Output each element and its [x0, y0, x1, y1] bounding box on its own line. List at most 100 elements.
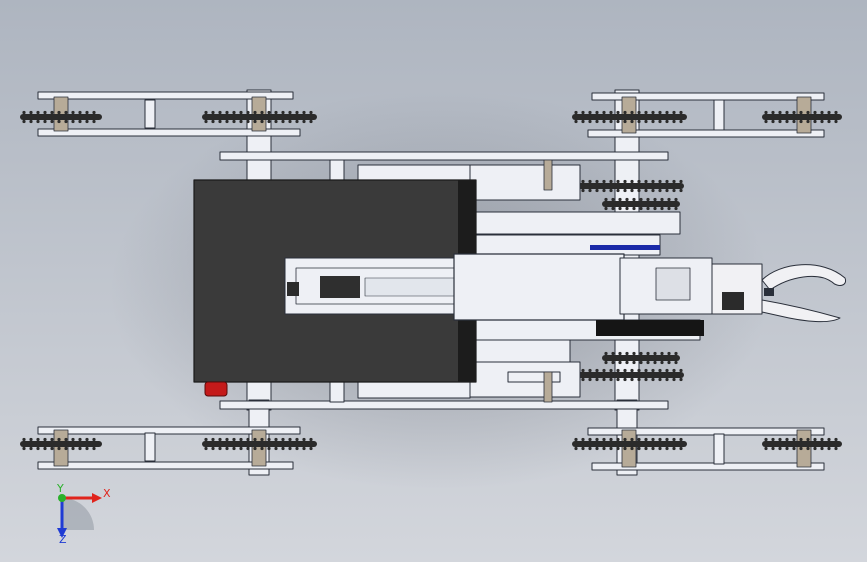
chain-tooth: [604, 351, 608, 356]
chain-tooth: [667, 360, 671, 365]
chain-tooth: [630, 377, 634, 382]
chain-tooth: [679, 377, 683, 382]
chain-tooth: [778, 437, 782, 442]
chain-tooth: [616, 437, 620, 442]
leg-bottom-left[interactable]: [20, 426, 317, 470]
chain-tooth: [595, 188, 599, 193]
z-axis-arrowhead: [57, 528, 67, 538]
chain-tooth: [581, 368, 585, 373]
x-axis-arrowhead: [92, 493, 102, 503]
chain-tooth: [616, 179, 620, 184]
chain-tooth: [672, 368, 676, 373]
chain-tooth: [653, 351, 657, 356]
chain-tooth: [64, 119, 68, 124]
chain-tooth: [36, 119, 40, 124]
chain-tooth: [204, 446, 208, 451]
chain-tooth: [43, 119, 47, 124]
chain-tooth: [85, 437, 89, 442]
chain-tooth: [820, 437, 824, 442]
chain-tooth: [64, 110, 68, 115]
chain-tooth: [618, 351, 622, 356]
chain-tooth: [785, 119, 789, 124]
chain-tooth: [806, 119, 810, 124]
gripper[interactable]: [711, 263, 847, 323]
chain-tooth: [57, 446, 61, 451]
chain-tooth: [57, 119, 61, 124]
chain-tooth: [651, 188, 655, 193]
chain-tooth: [820, 119, 824, 124]
chain-tooth: [581, 119, 585, 124]
chain-tooth: [295, 110, 299, 115]
chain-tooth: [674, 351, 678, 356]
leg-top-left[interactable]: [20, 91, 317, 137]
chain-tooth: [602, 188, 606, 193]
chain-tooth: [644, 179, 648, 184]
chain-tooth: [644, 110, 648, 115]
chain-tooth: [595, 119, 599, 124]
chain-tooth: [253, 446, 257, 451]
chain-tooth: [651, 437, 655, 442]
chain-tooth: [36, 110, 40, 115]
chain-tooth: [71, 110, 75, 115]
chain-tooth: [609, 179, 613, 184]
chain-tooth: [778, 446, 782, 451]
chain-tooth: [616, 119, 620, 124]
chain-tooth: [22, 446, 26, 451]
chain-tooth: [679, 188, 683, 193]
chain-tooth: [665, 446, 669, 451]
chain-tooth: [665, 188, 669, 193]
chain-tooth: [672, 179, 676, 184]
chain-tooth: [50, 110, 54, 115]
chain-tooth: [588, 437, 592, 442]
chain-tooth: [658, 437, 662, 442]
chain-tooth: [639, 197, 643, 202]
chain-tooth: [623, 179, 627, 184]
cross-rails[interactable]: [219, 151, 669, 410]
chain-tooth: [246, 110, 250, 115]
red-stopper: [204, 381, 228, 397]
chain-tooth: [43, 437, 47, 442]
chain-tooth: [609, 368, 613, 373]
chain-tooth: [281, 437, 285, 442]
chain-tooth: [302, 110, 306, 115]
chain-tooth: [625, 360, 629, 365]
chain-tooth: [834, 446, 838, 451]
chain-tooth: [218, 446, 222, 451]
chain-tooth: [274, 446, 278, 451]
chain-tooth: [764, 119, 768, 124]
chain-tooth: [581, 110, 585, 115]
chain-tooth: [581, 437, 585, 442]
chain-tooth: [581, 188, 585, 193]
sprocket-chain: [202, 110, 317, 124]
chain-tooth: [658, 188, 662, 193]
chain-tooth: [581, 377, 585, 382]
chain-tooth: [644, 446, 648, 451]
chain-tooth: [302, 437, 306, 442]
chain-tooth: [799, 446, 803, 451]
chain-tooth: [679, 368, 683, 373]
chain-tooth: [239, 110, 243, 115]
chain-tooth: [43, 110, 47, 115]
chain-tooth: [267, 437, 271, 442]
chain-tooth: [211, 110, 215, 115]
chain-tooth: [820, 446, 824, 451]
chain-tooth: [792, 119, 796, 124]
chain-tooth: [595, 446, 599, 451]
chain-tooth: [658, 446, 662, 451]
chain-tooth: [616, 110, 620, 115]
telescoping-arm[interactable]: [284, 253, 713, 336]
chain-tooth: [679, 110, 683, 115]
chain-tooth: [267, 119, 271, 124]
chain-tooth: [92, 437, 96, 442]
leg-bottom-right[interactable]: [572, 427, 842, 471]
chain-tooth: [630, 179, 634, 184]
leg-top-right[interactable]: [572, 92, 842, 138]
chain-tooth: [630, 119, 634, 124]
chain-tooth: [651, 179, 655, 184]
robot-assembly[interactable]: [20, 89, 847, 476]
chain-tooth: [618, 360, 622, 365]
chain-tooth: [574, 437, 578, 442]
chain-tooth: [665, 119, 669, 124]
